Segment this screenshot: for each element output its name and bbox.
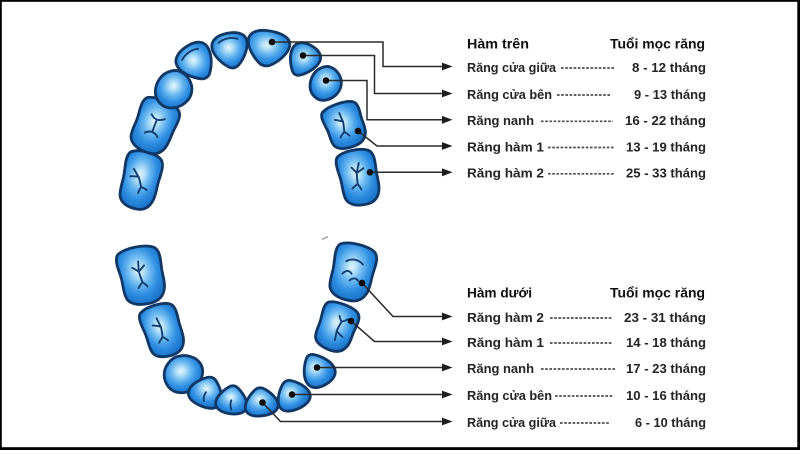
svg-text:Răng hàm 1: Răng hàm 1 — [467, 336, 544, 350]
svg-text:9 - 13 tháng: 9 - 13 tháng — [634, 87, 706, 102]
svg-text:Răng hàm 2: Răng hàm 2 — [467, 311, 544, 325]
svg-text:Tuổi mọc răng: Tuổi mọc răng — [610, 286, 705, 302]
svg-text:Răng cửa bên: Răng cửa bên — [467, 88, 552, 102]
svg-text:Răng nanh: Răng nanh — [467, 362, 534, 376]
svg-text:8 - 12 tháng: 8 - 12 tháng — [632, 60, 706, 75]
svg-text:Răng cửa giữa: Răng cửa giữa — [467, 416, 557, 430]
svg-text:6 - 10 tháng: 6 - 10 tháng — [635, 415, 706, 430]
svg-text:Tuổi mọc răng: Tuổi mọc răng — [610, 37, 705, 53]
svg-text:Răng nanh: Răng nanh — [467, 114, 534, 128]
svg-text:13 - 19 tháng: 13 - 19 tháng — [626, 139, 706, 154]
svg-text:25 - 33 tháng: 25 - 33 tháng — [626, 166, 706, 181]
svg-text:Răng cửa bên: Răng cửa bên — [467, 389, 552, 403]
svg-text:17 - 23 tháng: 17 - 23 tháng — [626, 361, 706, 376]
svg-text:Hàm trên: Hàm trên — [467, 37, 529, 53]
svg-text:Răng hàm 1: Răng hàm 1 — [467, 140, 544, 154]
svg-text:16 - 22 tháng: 16 - 22 tháng — [625, 113, 706, 128]
svg-text:10 - 16 tháng: 10 - 16 tháng — [626, 388, 706, 403]
svg-text:Răng hàm 2: Răng hàm 2 — [467, 167, 544, 181]
svg-text:Hàm dưới: Hàm dưới — [467, 286, 532, 302]
svg-text:23 - 31 tháng: 23 - 31 tháng — [624, 310, 706, 325]
svg-text:Răng cửa giữa: Răng cửa giữa — [467, 61, 557, 75]
svg-text:14 - 18 tháng: 14 - 18 tháng — [626, 335, 706, 350]
